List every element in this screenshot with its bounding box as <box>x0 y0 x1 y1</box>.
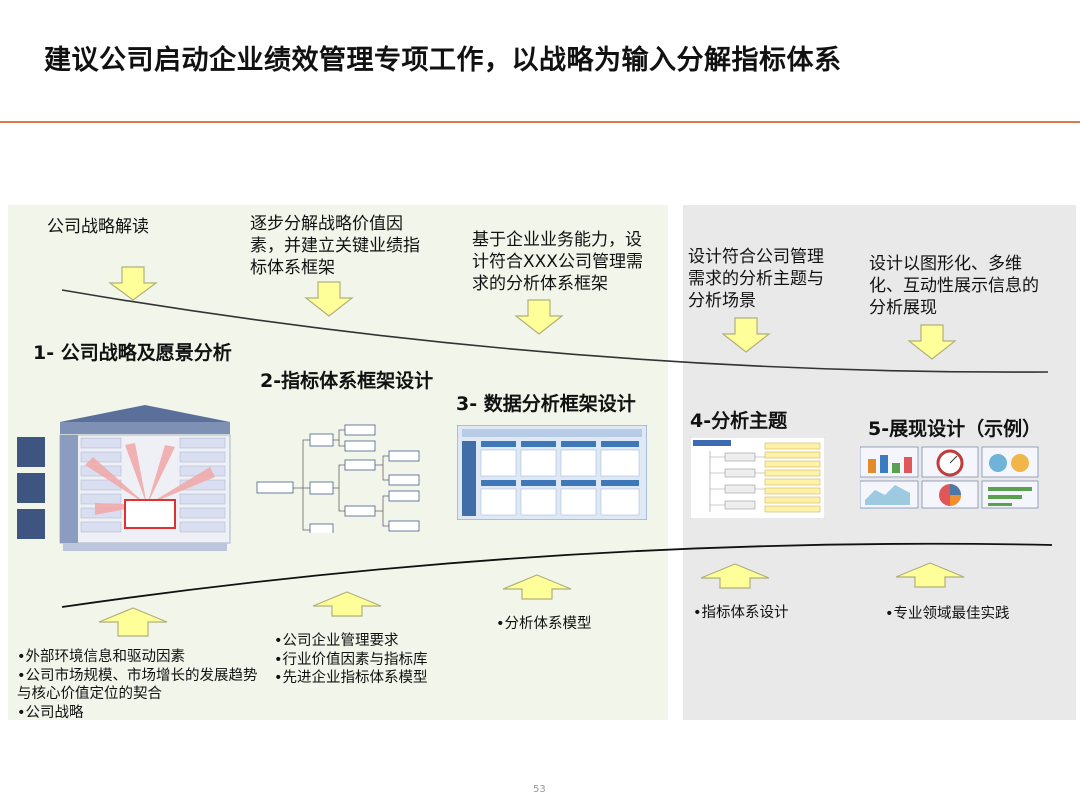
input-text-4: 设计符合公司管理需求的分析主题与分析场景 <box>688 247 824 311</box>
bottom-col-3: •分析体系模型 <box>496 615 656 634</box>
input-text-3: 基于企业业务能力，设计符合XXX公司管理需求的分析体系框架 <box>472 230 643 294</box>
up-arrow-5 <box>895 562 965 588</box>
up-arrow-1 <box>98 607 168 637</box>
down-arrow-1 <box>108 266 158 301</box>
bottom-col-4: •指标体系设计 <box>693 604 853 623</box>
bottom-col-1: •外部环境信息和驱动因素 •公司市场规模、市场增长的发展趋势与核心价值定位的契合… <box>17 648 262 722</box>
step-1-heading: 1- 公司战略及愿景分析 <box>33 342 232 364</box>
input-text-1: 公司战略解读 <box>47 217 149 237</box>
data-framework-diagram <box>457 425 647 520</box>
bottom-col-2-item: •先进企业指标体系模型 <box>274 670 428 686</box>
input-text-5: 设计以图形化、多维化、互动性展示信息的分析展现 <box>869 254 1039 318</box>
down-arrow-4 <box>721 317 771 353</box>
up-arrow-3 <box>502 574 572 600</box>
title-divider <box>0 121 1080 123</box>
down-arrow-3 <box>514 299 564 335</box>
bottom-col-3-item: •分析体系模型 <box>496 616 592 632</box>
analysis-topic-diagram <box>690 437 825 519</box>
down-arrow-5 <box>907 324 957 360</box>
step-2-heading: 2-指标体系框架设计 <box>260 370 434 392</box>
top-curve <box>61 289 1049 373</box>
bottom-col-1-item: •外部环境信息和驱动因素 <box>17 649 186 665</box>
bottom-col-5: •专业领域最佳实践 <box>885 605 1055 624</box>
up-arrow-2 <box>312 591 382 617</box>
down-arrow-2 <box>304 281 354 317</box>
bottom-col-4-item: •指标体系设计 <box>693 605 789 621</box>
bottom-col-2-item: •行业价值因素与指标库 <box>274 651 428 668</box>
bottom-col-2-item: •公司企业管理要求 <box>274 633 399 649</box>
up-arrow-4 <box>700 563 770 589</box>
step-4-heading: 4-分析主题 <box>690 410 788 432</box>
input-text-2: 逐步分解战略价值因素，并建立关键业绩指标体系框架 <box>250 214 420 278</box>
bottom-col-5-item: •专业领域最佳实践 <box>885 606 1010 622</box>
metric-tree-diagram <box>256 424 420 533</box>
strategy-house-diagram <box>17 405 231 551</box>
dashboard-examples-diagram <box>860 446 1039 509</box>
bottom-col-1-item: •公司战略 <box>17 704 84 721</box>
page-number: 53 <box>533 784 546 795</box>
bottom-col-2: •公司企业管理要求 •行业价值因素与指标库 •先进企业指标体系模型 <box>274 632 474 688</box>
bottom-col-1-item: •公司市场规模、市场增长的发展趋势与核心价值定位的契合 <box>17 667 258 703</box>
step-5-heading: 5-展现设计（示例） <box>868 418 1042 440</box>
bottom-curve <box>61 542 1053 608</box>
step-3-heading: 3- 数据分析框架设计 <box>456 393 636 415</box>
page-title: 建议公司启动企业绩效管理专项工作，以战略为输入分解指标体系 <box>44 45 842 76</box>
